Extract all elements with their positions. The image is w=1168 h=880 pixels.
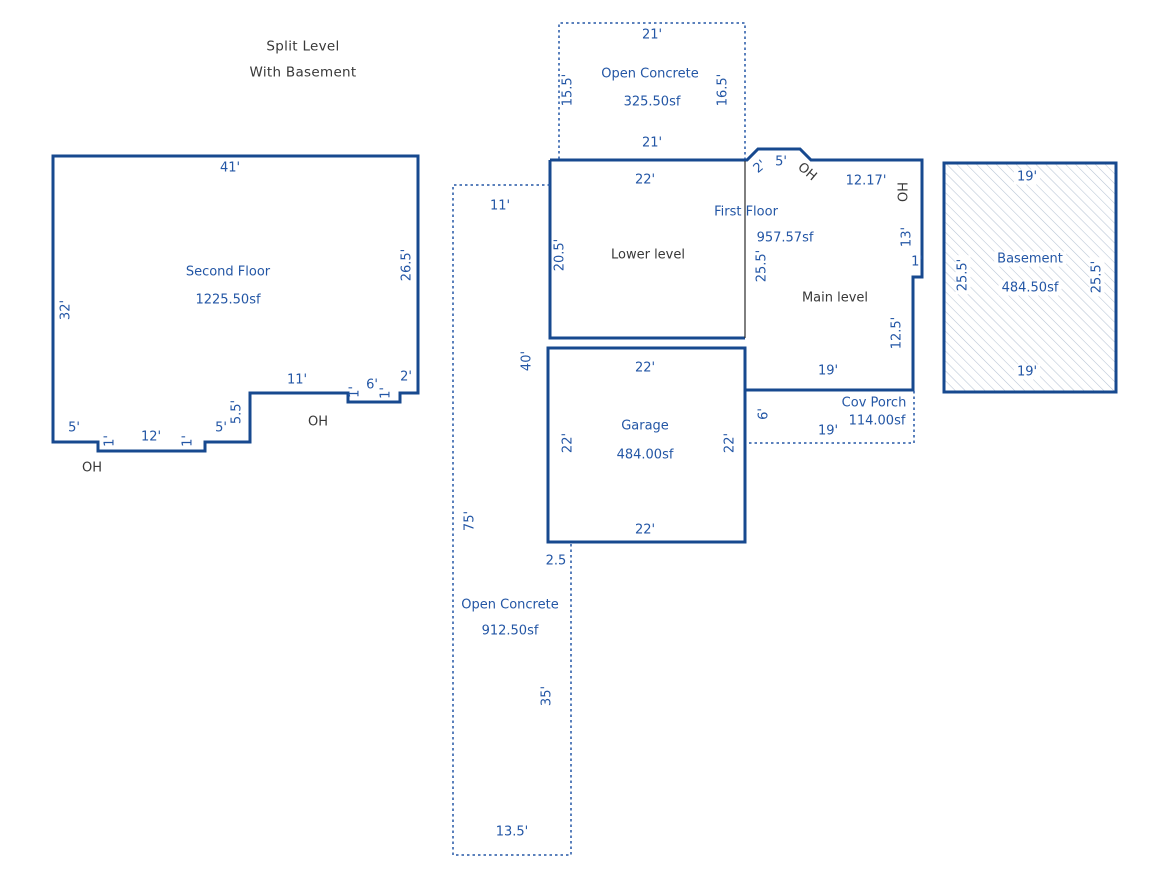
first-floor-label-10: 13' [899,226,915,248]
basement-label-4: 484.50sf [998,280,1062,296]
first-floor-label-15: 19' [817,363,839,379]
second-floor-label-16: OH [81,460,103,476]
open-concrete-top-label-3: 15.5' [560,73,576,107]
second-floor-label-1: 32' [58,299,74,321]
second-floor-label-5: 5' [68,420,80,436]
second-floor-label-11: 11' [286,372,308,388]
lower-level-outline [548,160,745,340]
open-concrete-top-label-5: 21' [641,135,663,151]
open-concrete-top-label-1: Open Concrete [601,66,699,82]
first-floor-label-4: 957.57sf [756,230,814,246]
garage-label-5: 22' [634,522,656,538]
cov-porch-label-3: 19' [817,423,839,439]
second-floor-label-0: 41' [219,160,241,176]
second-floor-label-10: 5.5' [229,399,245,425]
second-floor-label-12: 1' [347,386,363,398]
open-concrete-top-label-4: 16.5' [715,73,731,107]
second-floor-label-2: 26.5' [399,248,415,282]
first-floor-label-1: 20.5' [552,238,568,272]
title-line-1: Split Level [266,38,340,55]
second-floor-label-13: 6' [366,377,378,393]
first-floor-label-8: 12.17' [845,173,887,189]
open-concrete-top-label-0: 21' [641,27,663,43]
open-concrete-left-label-1: 40' [519,350,535,372]
cov-porch-label-0: Cov Porch [841,395,907,411]
basement-label-2: 25.5' [1089,257,1105,297]
open-concrete-left-label-4: Open Concrete [461,597,559,613]
first-floor-label-3: First Floor [714,204,778,220]
garage-label-4: 484.00sf [616,447,674,463]
first-floor-label-14: 12.5' [889,316,905,350]
first-floor-outline [550,147,924,392]
cov-porch-outline [746,391,915,444]
garage-label-3: Garage [621,418,669,434]
first-floor-label-0: 22' [634,172,656,188]
cov-porch-label-2: 6' [756,408,772,420]
title-line-2: With Basement [249,64,357,81]
garage-outline [546,346,747,544]
garage-label-2: 22' [722,432,738,454]
open-concrete-left-label-5: 912.50sf [481,623,539,639]
second-floor-outline [51,154,420,453]
garage-label-0: 22' [634,360,656,376]
second-floor-label-17: OH [307,414,329,430]
second-floor-label-4: 1225.50sf [195,292,261,308]
second-floor-label-15: 2' [400,369,412,385]
open-concrete-left-label-6: 35' [539,685,555,707]
open-concrete-left-outline [452,184,572,856]
cov-porch-label-1: 114.00sf [848,413,906,429]
basement-label-1: 25.5' [955,255,971,295]
basement-outline [942,161,1118,394]
second-floor-label-6: 1' [102,435,118,447]
basement-label-5: 19' [1013,364,1041,380]
second-floor-label-9: 5' [215,420,227,436]
first-floor-label-12: 25.5' [754,249,770,283]
basement-label-3: Basement [994,251,1066,267]
first-floor-label-11: 1' [911,254,923,270]
open-concrete-left-label-7: 13.5' [495,824,529,840]
basement-label-0: 19' [1013,169,1041,185]
first-floor-label-7: OH [794,159,820,185]
second-floor-label-3: Second Floor [185,264,271,280]
first-floor-label-6: 5' [775,154,787,170]
open-concrete-left-label-3: 2.5 [545,553,567,569]
first-floor-label-13: Main level [801,290,869,306]
first-floor-label-9: OH [896,181,912,203]
second-floor-label-7: 12' [140,429,162,445]
open-concrete-left-label-0: 11' [489,198,511,214]
second-floor-label-14: 1' [378,387,394,399]
open-concrete-left-label-2: 75' [462,510,478,532]
garage-label-1: 22' [560,432,576,454]
open-concrete-top-label-2: 325.50sf [623,94,681,110]
first-floor-label-2: Lower level [611,247,685,263]
first-floor-label-5: 2' [750,157,770,177]
open-concrete-top-outline [558,22,746,159]
second-floor-label-8: 1' [180,435,196,447]
